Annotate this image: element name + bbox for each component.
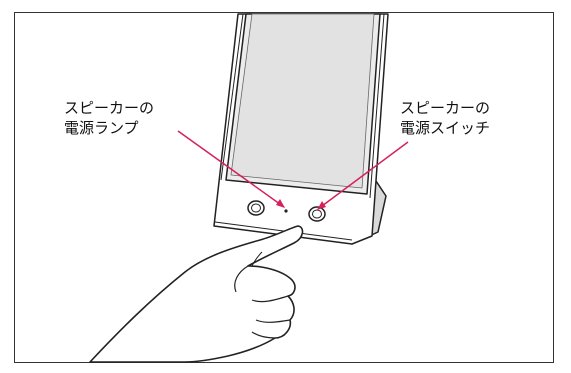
- leader-switch: [317, 141, 409, 210]
- left-knob: [247, 200, 265, 216]
- leader-lamp: [177, 130, 285, 208]
- power-lamp: [284, 209, 288, 213]
- power-switch-label: スピーカーの 電源スイッチ: [400, 98, 491, 138]
- power-lamp-label: スピーカーの 電源ランプ: [64, 98, 155, 138]
- hand-crease-4: [251, 331, 276, 339]
- power-switch-label-line1: スピーカーの: [400, 99, 491, 117]
- power-switch: [308, 206, 326, 222]
- power-lamp-label-line2: 電源ランプ: [64, 119, 139, 137]
- frame-border: [14, 12, 554, 363]
- speaker-edge-right: [369, 13, 385, 199]
- speaker-edge: [220, 13, 244, 181]
- speaker-panel-inner: [230, 13, 375, 189]
- hand-illustration: [89, 225, 304, 363]
- hand-crease-2: [251, 295, 289, 303]
- power-lamp-label-line1: スピーカーの: [64, 99, 155, 117]
- hand-crease-1: [234, 265, 249, 293]
- hand-crease-3: [255, 319, 291, 323]
- hand-knuckle: [251, 251, 263, 267]
- power-switch-label-line2: 電源スイッチ: [400, 119, 491, 137]
